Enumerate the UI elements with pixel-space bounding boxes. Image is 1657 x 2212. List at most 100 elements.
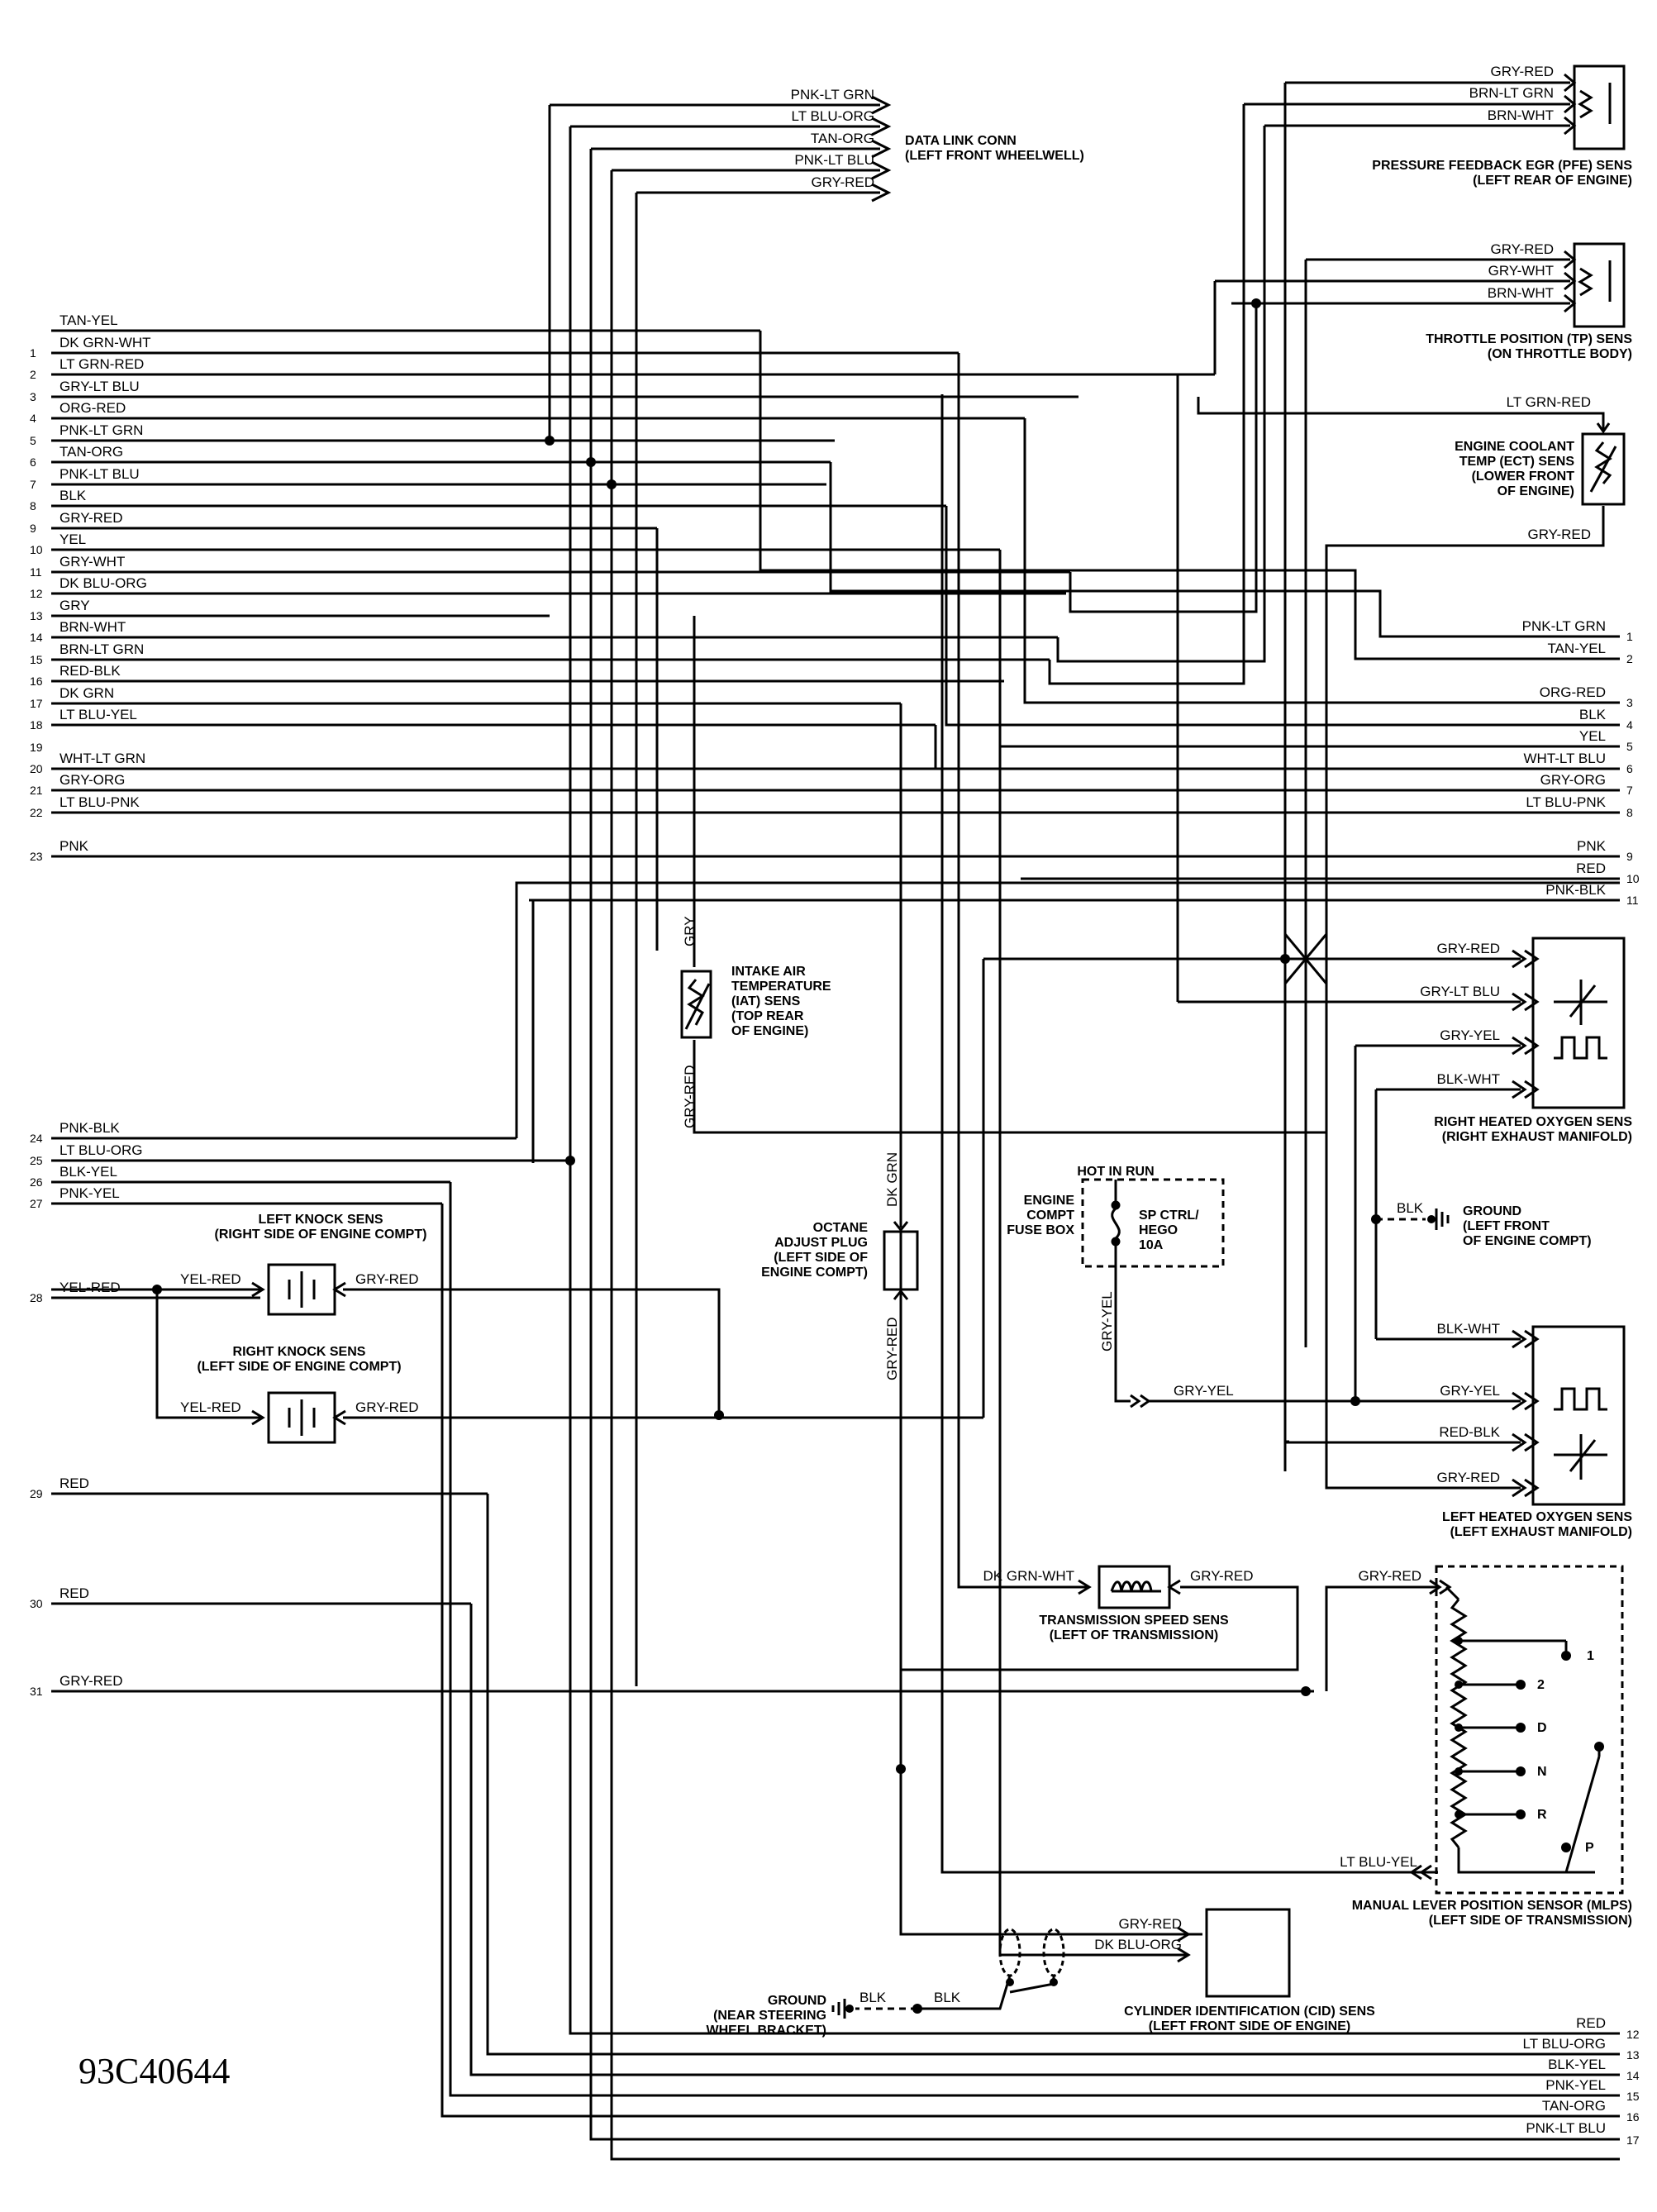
left-pin-number: 13 bbox=[30, 609, 43, 622]
left-pin-number: 22 bbox=[30, 806, 43, 819]
left-pin-wire: WHT-LT GRN bbox=[60, 751, 145, 766]
left-pin-number: 19 bbox=[30, 741, 43, 754]
left-pin-number: 20 bbox=[30, 762, 43, 775]
ground-steering: BLK BLK GROUND (NEAR STEERING WHEEL BRAC… bbox=[707, 1975, 1058, 2038]
left-pin-number: 10 bbox=[30, 543, 43, 556]
left-knock-sensor: LEFT KNOCK SENS (RIGHT SIDE OF ENGINE CO… bbox=[51, 1213, 721, 1419]
right-ho2s-wire: GRY-RED bbox=[1436, 941, 1500, 956]
ground-steering-label: GROUND bbox=[768, 1994, 826, 2008]
right-pin-number: 7 bbox=[1626, 784, 1633, 797]
cid-wire: DK BLU-ORG bbox=[1094, 1937, 1182, 1952]
right-pin-wire: RED bbox=[1576, 860, 1606, 876]
left-pin-wire: DK BLU-ORG bbox=[60, 575, 147, 591]
fuse-box-label: ENGINE bbox=[1024, 1194, 1075, 1208]
tp-sensor: GRY-RED GRY-WHT BRN-WHT THROTTLE POSITIO… bbox=[1069, 241, 1632, 1347]
ground-front-label: (LEFT FRONT bbox=[1463, 1219, 1550, 1233]
left-pin-number: 1 bbox=[30, 346, 36, 360]
ground-left-front: BLK GROUND (LEFT FRONT OF ENGINE COMPT) bbox=[1371, 1200, 1592, 1248]
diagram-code: 93C40644 bbox=[79, 2051, 230, 2091]
fuse-label: HEGO bbox=[1139, 1223, 1178, 1237]
left-pin-number: 31 bbox=[30, 1685, 43, 1698]
left-knock-location: (RIGHT SIDE OF ENGINE COMPT) bbox=[215, 1228, 427, 1242]
left-pin-wire: RED bbox=[60, 1585, 89, 1601]
right-pin-wire: PNK-BLK bbox=[1545, 882, 1606, 898]
octane-label: ADJUST PLUG bbox=[774, 1236, 868, 1250]
data-link-wire: GRY-RED bbox=[811, 174, 874, 190]
left-pin-number: 16 bbox=[30, 675, 43, 688]
left-pin-number: 29 bbox=[30, 1487, 43, 1500]
left-pin-wire: PNK-YEL bbox=[60, 1185, 120, 1201]
data-link-location: (LEFT FRONT WHEELWELL) bbox=[905, 149, 1084, 163]
right-pin-number: 6 bbox=[1626, 762, 1633, 775]
octane-wire-bottom: GRY-RED bbox=[884, 1317, 900, 1380]
fuse-label: 10A bbox=[1139, 1238, 1164, 1252]
mlps-position: 1 bbox=[1587, 1649, 1594, 1663]
cid-wire: GRY-RED bbox=[1118, 1916, 1182, 1932]
left-pin-number: 11 bbox=[30, 565, 42, 579]
octane-label: ENGINE COMPT) bbox=[761, 1266, 868, 1280]
left-knock-title: LEFT KNOCK SENS bbox=[258, 1213, 383, 1227]
left-pin-wire: LT BLU-ORG bbox=[60, 1142, 142, 1158]
ect-label: TEMP (ECT) SENS bbox=[1459, 455, 1575, 469]
right-pin-number: 3 bbox=[1626, 696, 1633, 709]
left-ho2s-wire: GRY-RED bbox=[1436, 1470, 1500, 1485]
right-lower-wires bbox=[440, 462, 1620, 2161]
right-knock-wire-in: YEL-RED bbox=[180, 1399, 241, 1415]
fuse-box-label: FUSE BOX bbox=[1007, 1223, 1074, 1237]
left-pin-number: 26 bbox=[30, 1175, 43, 1189]
iat-wire-bottom: GRY-RED bbox=[682, 1065, 698, 1128]
right-pin-number: 16 bbox=[1626, 2110, 1640, 2124]
left-knock-wire-out: GRY-RED bbox=[355, 1271, 419, 1287]
left-pin-number: 17 bbox=[30, 697, 43, 710]
left-ho2s-wire: BLK-WHT bbox=[1437, 1321, 1501, 1337]
tp-title: THROTTLE POSITION (TP) SENS bbox=[1426, 332, 1632, 346]
ect-label: (LOWER FRONT bbox=[1472, 470, 1575, 484]
right-pin-number: 15 bbox=[1626, 2090, 1640, 2103]
right-pin-wire: TAN-ORG bbox=[1542, 2098, 1606, 2114]
right-pin-wire: GRY-ORG bbox=[1540, 772, 1606, 788]
right-upper-labels: PNK-LT GRN 1 TAN-YEL 2 ORG-RED 3 BLK YEL… bbox=[1522, 618, 1640, 907]
left-pin-wire: YEL-RED bbox=[60, 1280, 121, 1295]
right-knock-title: RIGHT KNOCK SENS bbox=[233, 1345, 366, 1359]
left-pin-wire: GRY-RED bbox=[60, 1673, 123, 1689]
right-pin-number: 17 bbox=[1626, 2133, 1640, 2147]
cid-sensor: GRY-RED DK BLU-ORG CYLINDER IDENTIFICATI… bbox=[901, 594, 1375, 2033]
data-link-wire: PNK-LT GRN bbox=[791, 87, 874, 102]
right-pin-number: 8 bbox=[1626, 806, 1633, 819]
left-pin-wire: BRN-WHT bbox=[60, 619, 126, 635]
tss-wire-in: DK GRN-WHT bbox=[983, 1568, 1074, 1584]
left-pin-wire: BLK-YEL bbox=[60, 1164, 117, 1180]
mlps-position: R bbox=[1537, 1808, 1547, 1822]
right-pin-wire: ORG-RED bbox=[1540, 684, 1606, 700]
left-pin-number: 15 bbox=[30, 653, 43, 666]
left-pin-number: 30 bbox=[30, 1597, 43, 1610]
left-knock-wire-in: YEL-RED bbox=[180, 1271, 241, 1287]
iat-label: OF ENGINE) bbox=[731, 1024, 808, 1038]
iat-label: TEMPERATURE bbox=[731, 980, 831, 994]
right-pin-number: 13 bbox=[1626, 2048, 1640, 2062]
right-ho2s-wire: GRY-YEL bbox=[1440, 1027, 1500, 1043]
mlps-position: 2 bbox=[1537, 1678, 1545, 1692]
left-pin-number: 2 bbox=[30, 368, 36, 381]
mlps-sensor: GRY-RED LT BLU-YEL 1 2 D N R P MANUAL LE… bbox=[940, 394, 1632, 1928]
tss-location: (LEFT OF TRANSMISSION) bbox=[1050, 1628, 1218, 1642]
left-pin-number: 28 bbox=[30, 1291, 43, 1304]
wire-crossover bbox=[1283, 933, 1328, 984]
left-pin-wire: GRY bbox=[60, 598, 90, 613]
octane-wire-top: DK GRN bbox=[884, 1152, 900, 1207]
right-pin-wire: LT BLU-ORG bbox=[1523, 2036, 1606, 2052]
left-pin-number: 9 bbox=[30, 522, 36, 535]
ground-front-label: GROUND bbox=[1463, 1204, 1521, 1218]
left-pin-wire: PNK bbox=[60, 838, 89, 854]
right-knock-location: (LEFT SIDE OF ENGINE COMPT) bbox=[197, 1360, 401, 1374]
ect-label: ENGINE COOLANT bbox=[1455, 440, 1574, 454]
tp-wire: GRY-WHT bbox=[1488, 263, 1554, 279]
right-pin-number: 2 bbox=[1626, 652, 1633, 665]
octane-label: OCTANE bbox=[813, 1221, 869, 1235]
data-link-wire: PNK-LT BLU bbox=[794, 152, 874, 168]
left-pin-wire: LT BLU-PNK bbox=[60, 794, 140, 810]
pfe-wire: GRY-RED bbox=[1490, 64, 1554, 79]
mlps-location: (LEFT SIDE OF TRANSMISSION) bbox=[1429, 1914, 1632, 1928]
tp-wire: GRY-RED bbox=[1490, 241, 1554, 257]
